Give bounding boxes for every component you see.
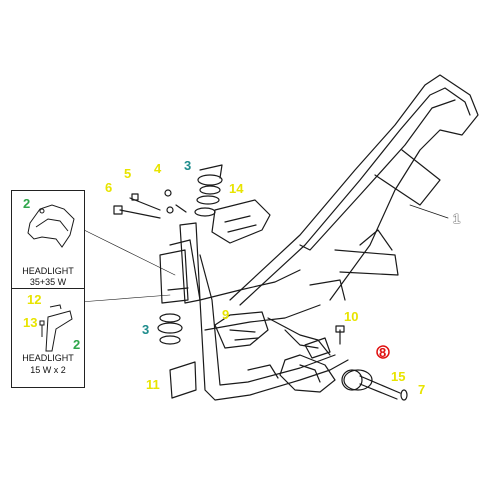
callout-3-bottom: 3	[142, 322, 150, 337]
callout-13: 13	[23, 315, 38, 330]
callout-15: 15	[391, 369, 406, 384]
callout-2-bottom: 2	[73, 337, 81, 352]
callout-7: 7	[418, 382, 426, 397]
callout-14: 14	[229, 181, 244, 196]
callout-8: 8	[379, 345, 387, 360]
highlight-marker	[376, 345, 390, 359]
callout-5: 5	[124, 166, 132, 181]
callout-10: 10	[344, 309, 359, 324]
bracket-drawing-top	[27, 204, 75, 248]
inset-headlight-15w: 12 13 2 HEADLIGHT 15 W x 2	[11, 288, 85, 388]
callout-9: 9	[222, 307, 230, 322]
bracket-drawing-bottom	[39, 304, 73, 352]
headlight-caption-bottom-2: 15 W x 2	[30, 365, 66, 375]
headlight-caption-top-2: 35+35 W	[29, 277, 67, 287]
headlight-caption-bottom-1: HEADLIGHT	[22, 353, 74, 363]
callout-6: 6	[105, 180, 113, 195]
inset-headlight-35w: 2 HEADLIGHT 35+35 W	[11, 190, 85, 290]
callout-4: 4	[154, 161, 162, 176]
callout-12: 12	[27, 292, 42, 307]
callout-3-top: 3	[184, 158, 192, 173]
callout-2-top: 2	[23, 196, 31, 211]
callout-1: 1	[453, 211, 461, 226]
headlight-caption-top-1: HEADLIGHT	[22, 266, 74, 276]
callout-11: 11	[146, 377, 160, 392]
